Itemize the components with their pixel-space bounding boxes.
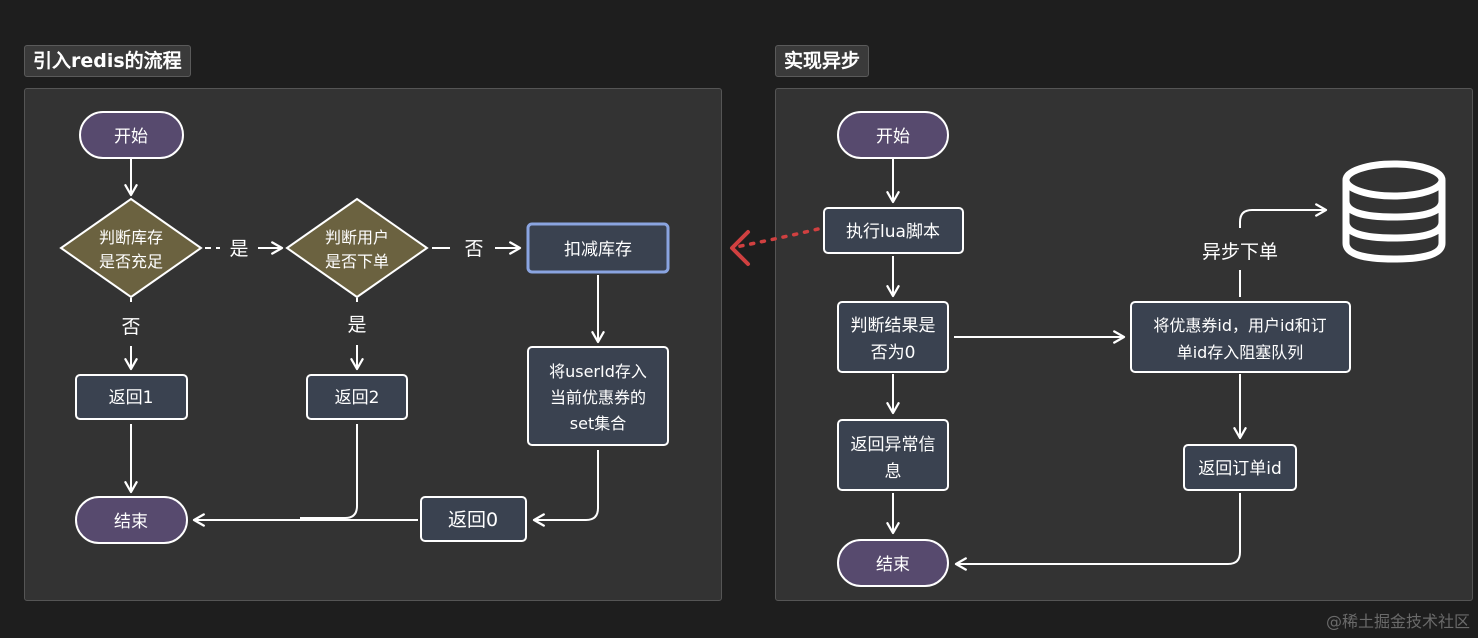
edge-save-to-return0 <box>532 450 599 527</box>
svg-text:结束: 结束 <box>876 555 910 575</box>
right-end-node: 结束 <box>837 539 949 587</box>
svg-text:返回2: 返回2 <box>335 388 380 408</box>
svg-text:息: 息 <box>885 462 902 482</box>
svg-text:返回0: 返回0 <box>448 509 498 531</box>
label-stock-yes: 是 <box>229 238 248 260</box>
right-start-node: 开始 <box>837 111 949 159</box>
left-process-save-user: 将userId存入 当前优惠券的 set集合 <box>527 346 669 446</box>
svg-text:返回订单id: 返回订单id <box>1198 459 1282 479</box>
watermark: @稀土掘金技术社区 <box>1325 612 1470 631</box>
svg-text:返回1: 返回1 <box>109 388 154 408</box>
left-start-node: 开始 <box>79 111 184 159</box>
right-process-return-order: 返回订单id <box>1183 444 1297 491</box>
svg-text:当前优惠券的: 当前优惠券的 <box>550 388 646 407</box>
svg-text:将优惠券id，用户id和订: 将优惠券id，用户id和订 <box>1153 316 1326 335</box>
svg-text:扣减库存: 扣减库存 <box>564 240 632 260</box>
left-decision-stock: 判断库存 是否充足 <box>59 197 203 299</box>
left-process-deduct: 扣减库存 <box>526 222 670 274</box>
left-decision-user: 判断用户 是否下单 <box>285 197 429 299</box>
svg-text:开始: 开始 <box>876 127 910 147</box>
label-user-no: 否 <box>464 238 483 260</box>
link-right-to-left <box>730 227 820 266</box>
left-section-title: 引入redis的流程 <box>24 45 191 77</box>
svg-text:set集合: set集合 <box>570 414 626 433</box>
left-process-return1: 返回1 <box>75 374 188 420</box>
svg-text:执行lua脚本: 执行lua脚本 <box>846 222 940 242</box>
right-process-check-result: 判断结果是 否为0 <box>837 301 949 373</box>
svg-text:判断库存: 判断库存 <box>99 228 163 247</box>
edge-return2-to-end <box>300 424 358 519</box>
svg-text:返回异常信: 返回异常信 <box>851 435 936 455</box>
svg-text:判断结果是: 判断结果是 <box>851 316 936 336</box>
label-async-order: 异步下单 <box>1202 241 1278 263</box>
svg-text:是否充足: 是否充足 <box>99 252 163 271</box>
svg-text:开始: 开始 <box>114 127 148 147</box>
left-edge-labels: 是 否 否 是 <box>121 238 483 338</box>
right-process-save-queue: 将优惠券id，用户id和订 单id存入阻塞队列 <box>1130 301 1351 373</box>
right-edges <box>886 159 1328 571</box>
svg-text:将userId存入: 将userId存入 <box>549 362 647 381</box>
label-stock-no: 否 <box>121 316 140 338</box>
left-edges <box>124 159 605 527</box>
database-icon <box>1342 160 1446 263</box>
svg-text:否为0: 否为0 <box>871 343 916 363</box>
edge-r-return-to-end <box>954 493 1241 571</box>
left-process-return2: 返回2 <box>306 374 408 420</box>
svg-text:结束: 结束 <box>114 512 148 532</box>
svg-text:是否下单: 是否下单 <box>325 252 389 271</box>
right-section-title: 实现异步 <box>775 45 870 77</box>
svg-text:判断用户: 判断用户 <box>325 228 389 247</box>
svg-text:单id存入阻塞队列: 单id存入阻塞队列 <box>1177 343 1304 362</box>
right-process-return-error: 返回异常信 息 <box>837 419 949 491</box>
edge-r-queue-to-db-top <box>1239 203 1328 228</box>
left-end-node: 结束 <box>75 496 188 544</box>
right-process-lua: 执行lua脚本 <box>823 207 964 254</box>
label-user-yes: 是 <box>347 314 366 336</box>
left-process-return0: 返回0 <box>420 496 527 542</box>
